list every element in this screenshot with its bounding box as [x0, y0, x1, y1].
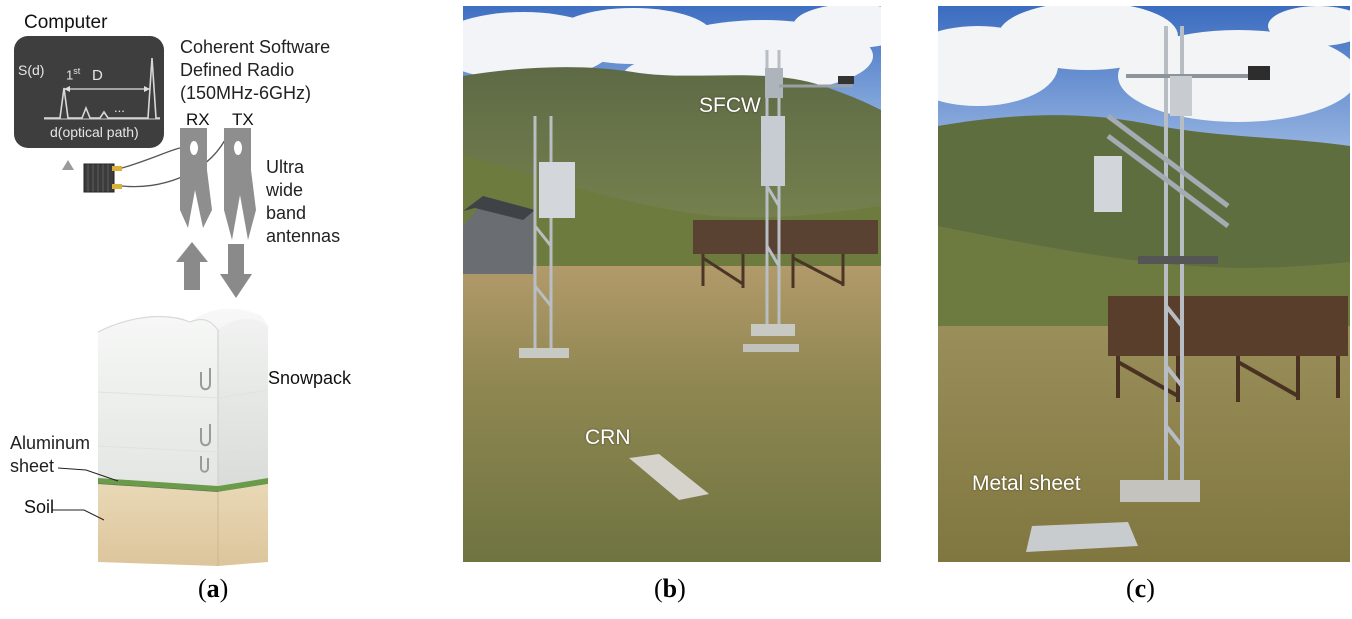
radio-label: Coherent Software Defined Radio (150MHz-…	[180, 36, 330, 105]
snowpack-label: Snowpack	[268, 368, 352, 388]
reflection-icon	[200, 368, 211, 473]
antenna-label-line-4: antennas	[266, 226, 341, 246]
caption-b-letter: b	[662, 574, 678, 603]
screen-x-axis-label: d(optical path)	[50, 124, 139, 140]
wooden-platform	[1108, 296, 1348, 402]
panel-c-photo: Metal sheet	[938, 6, 1350, 562]
radio-label-line-1: Coherent Software	[180, 37, 331, 57]
field-photo-c	[938, 6, 1350, 562]
caption-c: (c)	[1126, 574, 1155, 603]
caption-a: (a)	[198, 574, 229, 603]
meadow	[938, 326, 1350, 562]
panel-a-schematic: Computer S(d) 1st D ... d(optical path) …	[0, 0, 430, 570]
soil-layer	[98, 484, 268, 566]
antenna-label-line-2: wide	[266, 180, 304, 200]
crn-plate	[629, 454, 709, 500]
metal-sheet	[1026, 522, 1138, 552]
sfcw-base	[751, 324, 795, 336]
rx-antenna-icon	[180, 128, 212, 228]
screen-y-axis-label: S(d)	[18, 62, 45, 78]
screen-peak-base: 1	[66, 67, 74, 83]
up-arrow-small-icon	[62, 160, 74, 170]
caption-c-letter: c	[1134, 574, 1147, 603]
crn-label: CRN	[585, 426, 631, 449]
antenna-label: Ultra wide band antennas	[266, 156, 340, 248]
up-arrow-icon	[176, 242, 208, 290]
aluminum-label-line-1: Aluminum	[10, 433, 91, 453]
metal-sheet-label: Metal sheet	[972, 472, 1081, 495]
schematic-drawing	[14, 36, 269, 566]
caption-b: (b)	[654, 574, 686, 603]
mast-base	[1120, 480, 1200, 502]
left-mast	[533, 116, 553, 350]
tx-antenna-icon	[224, 128, 256, 240]
computer-screen	[14, 36, 164, 148]
screen-peak-label: 1st	[66, 66, 80, 82]
left-mast-base	[519, 348, 569, 358]
soil-label: Soil	[24, 497, 55, 517]
sfcw-label: SFCW	[699, 94, 761, 117]
antenna-label-line-1: Ultra	[266, 157, 305, 177]
aluminum-label: Aluminum sheet	[10, 432, 90, 478]
aluminum-leader-line	[57, 467, 119, 482]
rx-cable	[121, 147, 181, 169]
screen-span-label: D	[92, 67, 103, 84]
antenna-label-line-3: band	[266, 203, 307, 223]
aluminum-label-line-2: sheet	[10, 456, 55, 476]
tx-label: TX	[232, 110, 254, 129]
field-photo-b	[463, 6, 881, 562]
sdr-board-icon	[83, 163, 115, 193]
caption-a-letter: a	[206, 574, 220, 603]
soil-leader-line	[52, 509, 105, 521]
wooden-platform	[693, 220, 878, 288]
rx-label: RX	[186, 110, 210, 129]
aluminum-sheet-layer	[98, 478, 268, 492]
spectrum-trace	[44, 57, 160, 119]
down-arrow-icon	[220, 244, 252, 298]
screen-ellipsis: ...	[114, 100, 125, 115]
radio-label-line-3: (150MHz-6GHz)	[180, 83, 312, 103]
panel-b-photo: SFCW CRN	[463, 6, 881, 562]
stone-hut	[463, 202, 533, 274]
computer-label: Computer	[24, 12, 108, 33]
meadow	[463, 266, 881, 562]
screen-peak-sup: st	[73, 66, 81, 76]
radio-label-line-2: Defined Radio	[180, 60, 295, 80]
ground-plate	[743, 344, 799, 352]
